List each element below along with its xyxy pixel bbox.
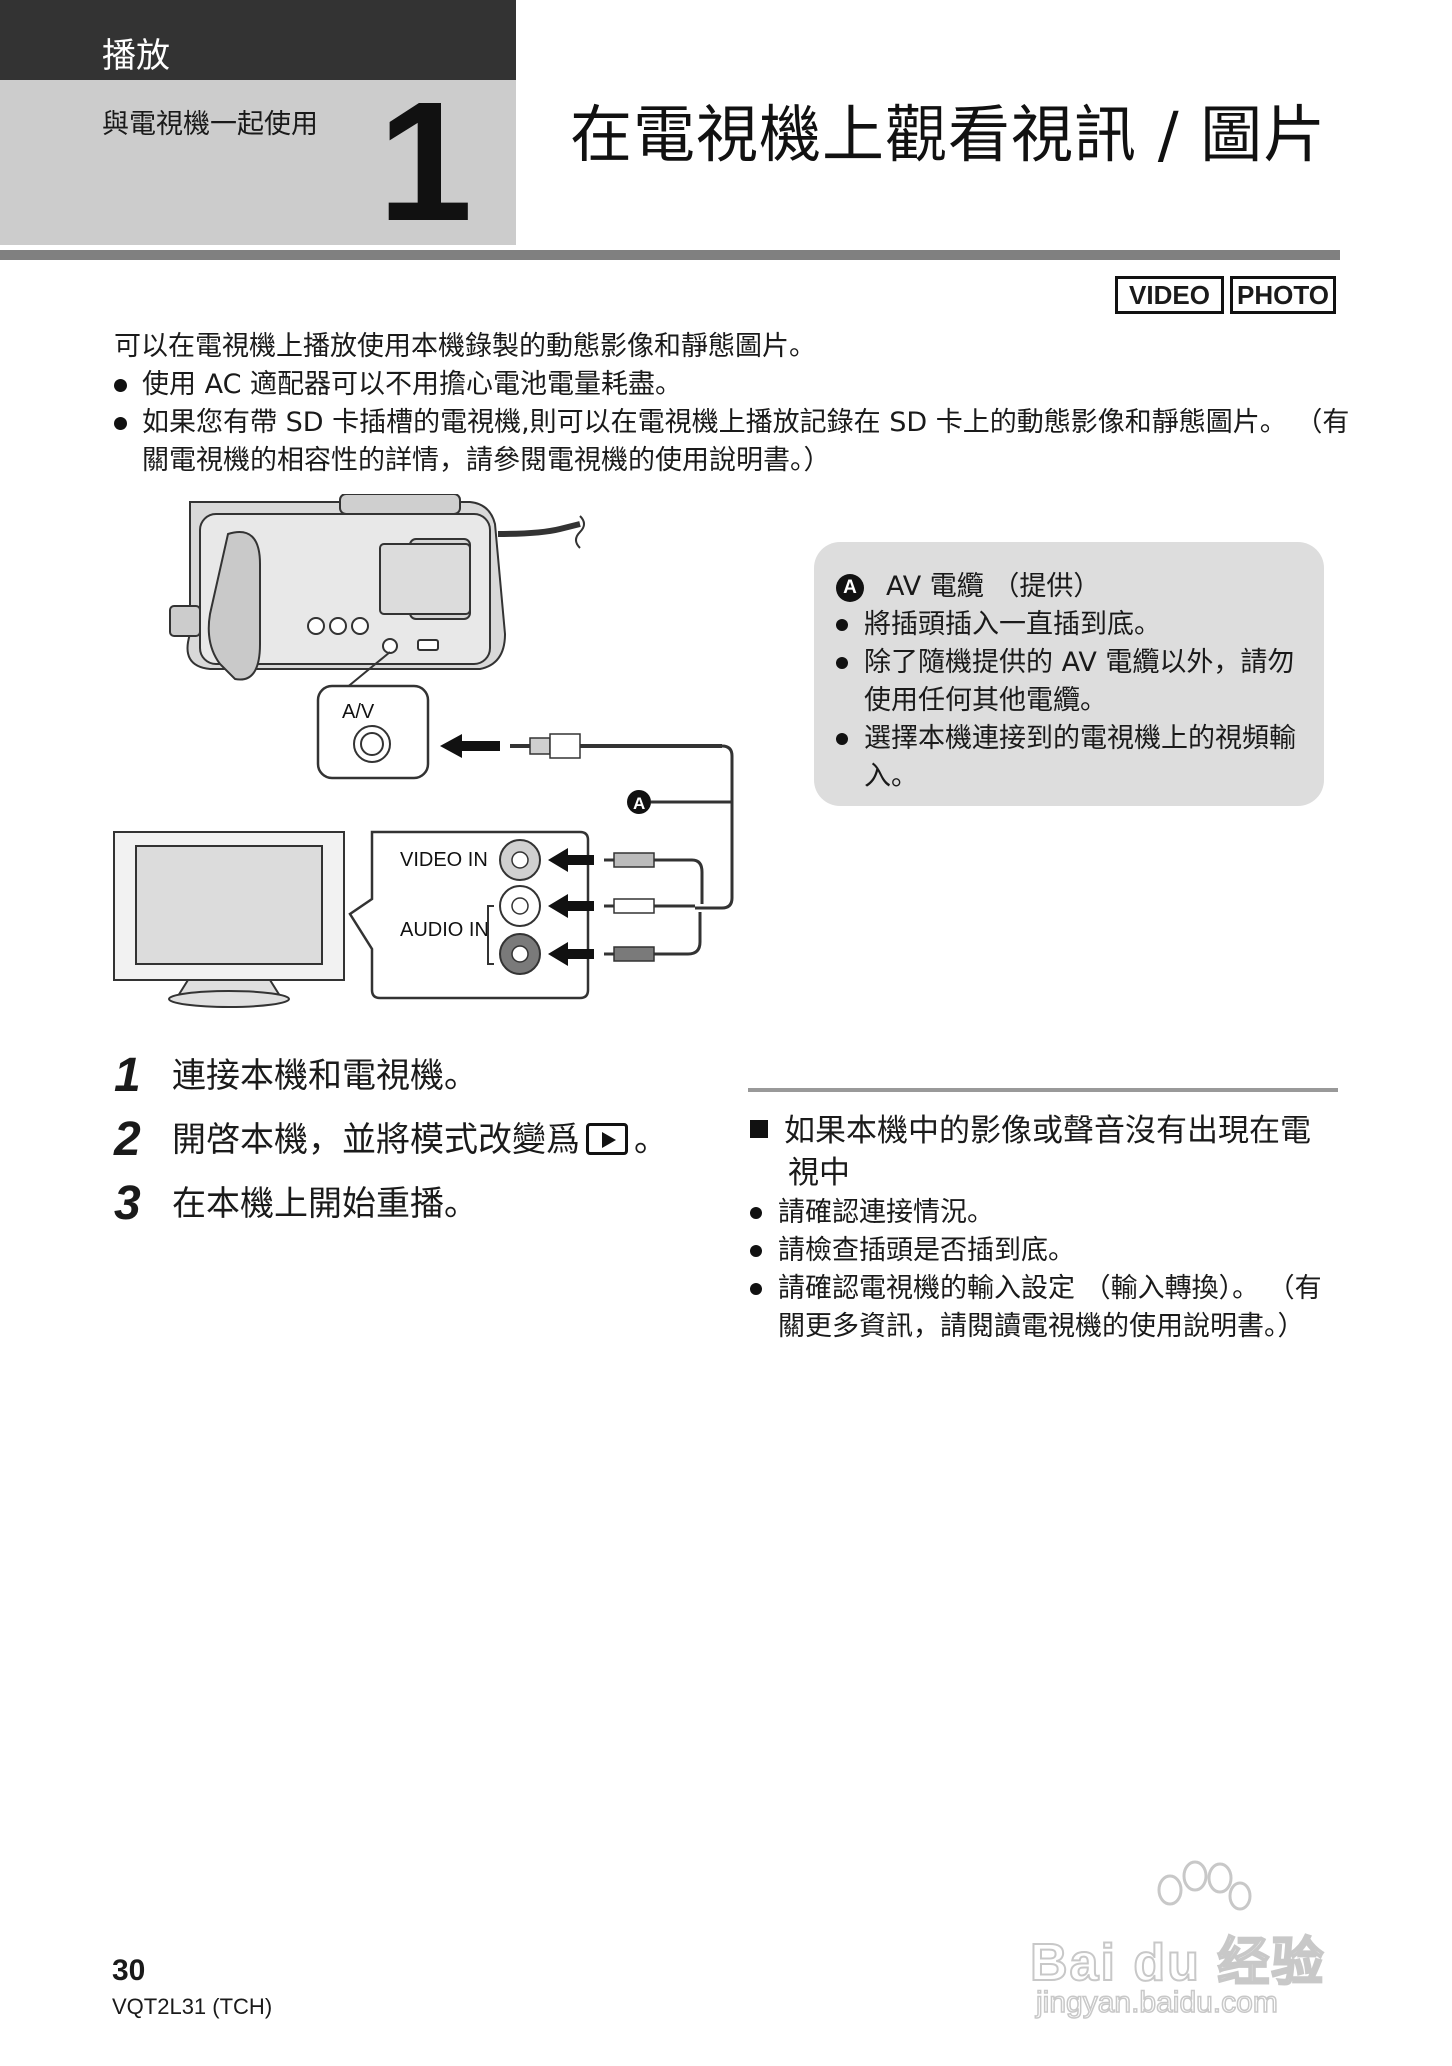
step-text: 在本機上開始重播。 [172, 1184, 478, 1224]
cable-marker-letter: A [633, 794, 645, 813]
trouble-heading-line2: 視中 [788, 1155, 850, 1191]
step-1: 1 連接本機和電視機。 [114, 1048, 478, 1102]
arrow-video-in [548, 848, 594, 872]
video-mode-badge: VIDEO [1115, 276, 1224, 314]
step-number: 1 [114, 1049, 141, 1102]
arrow-to-camcorder [440, 734, 500, 758]
intro-text: 可以在電視機上播放使用本機錄製的動態影像和靜態圖片。 使用 AC 適配器可以不用… [114, 328, 1354, 480]
cable-info-bullet: 選擇本機連接到的電視機上的視頻輸入。 [836, 720, 1298, 796]
rca-plugs [604, 852, 704, 962]
paw-icon [1157, 1860, 1252, 1911]
tv-illustration [113, 831, 345, 1008]
playback-mode-icon [586, 1123, 628, 1155]
step-text: 連接本機和電視機。 [172, 1056, 478, 1096]
step-3: 3 在本機上開始重播。 [114, 1176, 478, 1230]
trouble-bullet: 請確認電視機的輸入設定 （輸入轉換）。 （有關更多資訊，請閱讀電視機的使用說明書… [750, 1270, 1340, 1346]
subsection-label: 與電視機一起使用 [102, 109, 318, 140]
intro-bullet: 如果您有帶 SD 卡插槽的電視機,則可以在電視機上播放記錄在 SD 卡上的動態影… [114, 404, 1354, 480]
camcorder-illustration [169, 494, 585, 681]
cable-info-bullet: 除了隨機提供的 AV 電纜以外，請勿使用任何其他電纜。 [836, 644, 1298, 720]
step-suffix: 。 [634, 1120, 668, 1160]
intro-line: 可以在電視機上播放使用本機錄製的動態影像和靜態圖片。 [114, 331, 816, 362]
page-title: 在電視機上觀看視訊 / 圖片 [570, 98, 1327, 171]
cable-info-title: AV 電纜 （提供） [886, 571, 1101, 602]
step-text: 開啓本機，並將模式改變爲 [172, 1120, 580, 1160]
cable-info-title-row: A AV 電纜 （提供） [836, 568, 1298, 606]
section-label: 播放 [102, 36, 170, 76]
section-tab: 播放 [0, 0, 516, 80]
trouble-bullet: 請檢查插頭是否插到底。 [750, 1232, 1340, 1270]
trouble-divider [748, 1088, 1338, 1092]
intro-bullet: 使用 AC 適配器可以不用擔心電池電量耗盡。 [114, 366, 1354, 404]
step-2: 2 開啓本機，並將模式改變爲 。 [114, 1112, 668, 1166]
audio-in-label: AUDIO IN [400, 919, 489, 941]
chapter-number: 1 [378, 67, 473, 257]
video-in-label: VIDEO IN [400, 849, 488, 871]
header-divider [0, 250, 1340, 260]
trouble-heading: 如果本機中的影像或聲音沒有出現在電 視中 [750, 1110, 1340, 1194]
trouble-list: 請確認連接情況。 請檢查插頭是否插到底。 請確認電視機的輸入設定 （輸入轉換）。… [750, 1194, 1340, 1346]
av-jack-label: A/V [342, 701, 375, 723]
arrow-audio-right [548, 942, 594, 966]
photo-mode-badge: PHOTO [1230, 276, 1336, 314]
trouble-heading-line1: 如果本機中的影像或聲音沒有出現在電 [784, 1113, 1311, 1149]
step-number: 3 [114, 1177, 141, 1230]
cable-info-bullet: 將插頭插入一直插到底。 [836, 606, 1298, 644]
watermark-url: jingyan.baidu.com [1035, 1985, 1278, 2020]
model-code: VQT2L31 (TCH) [112, 1994, 273, 2019]
trouble-bullet: 請確認連接情況。 [750, 1194, 1340, 1232]
watermark-brand: Bai du 经验 [1029, 1933, 1326, 1993]
chapter-panel: 與電視機一起使用 1 [0, 67, 516, 257]
av-callout-line [344, 651, 391, 690]
cable-marker [627, 790, 651, 814]
square-bullet-icon [750, 1120, 768, 1138]
av-cable [695, 744, 734, 910]
baidu-watermark: Bai du 经验 jingyan.baidu.com [1029, 1860, 1370, 2030]
mini-plug [510, 733, 722, 759]
page-number: 30 [112, 1954, 146, 1987]
arrow-audio-left [548, 894, 594, 918]
cable-marker-badge: A [836, 574, 864, 602]
cable-info-box: A AV 電纜 （提供） 將插頭插入一直插到底。 除了隨機提供的 AV 電纜以外，… [814, 542, 1324, 806]
connection-diagram: A/V A VIDEO IN AUDIO IN [113, 494, 734, 1008]
step-number: 2 [114, 1113, 141, 1166]
